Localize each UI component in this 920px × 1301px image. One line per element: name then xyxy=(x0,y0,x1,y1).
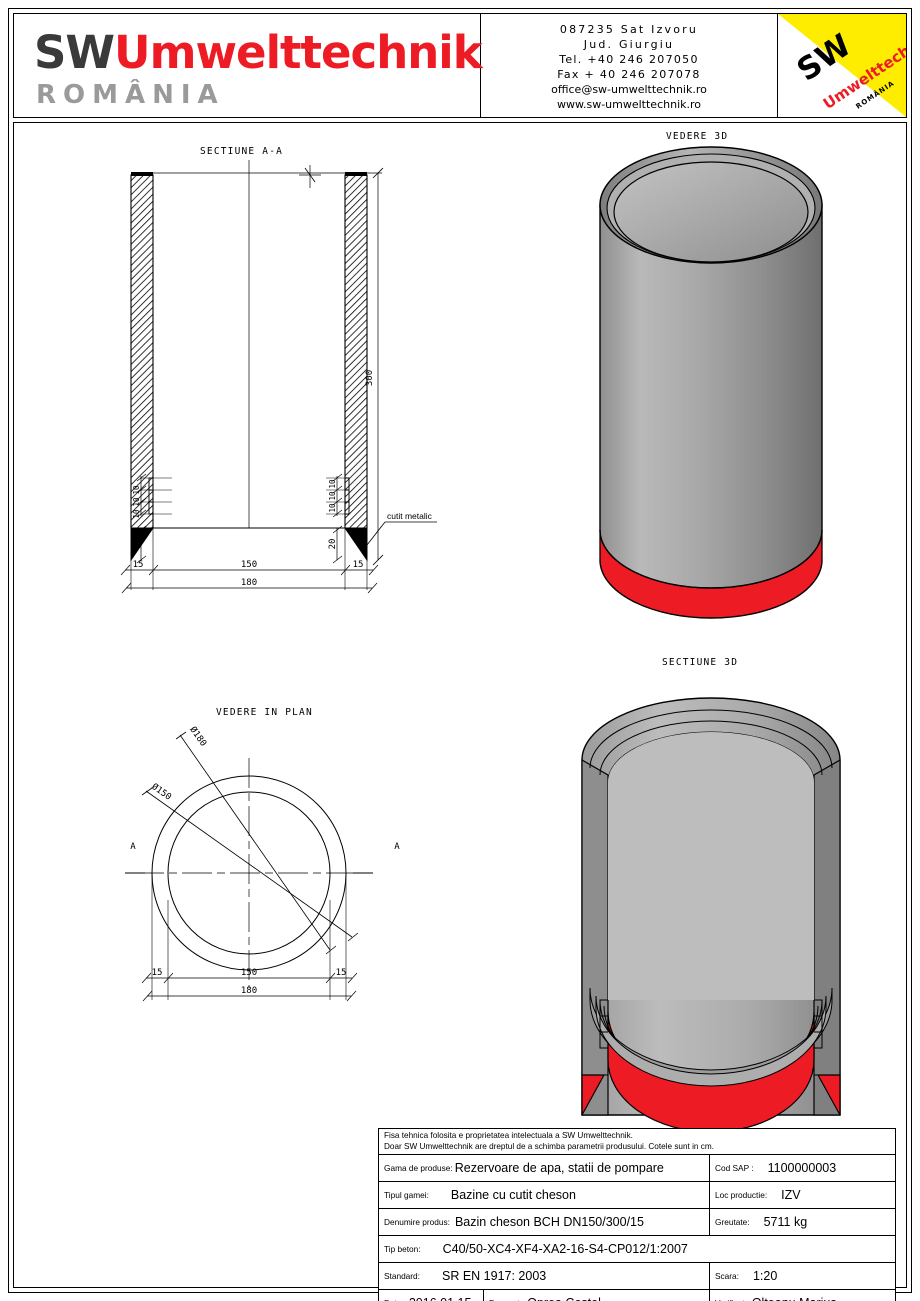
contact-info: 087235 Sat Izvoru Jud. Giurgiu Tel. +40 … xyxy=(481,14,778,117)
label-scara: Scara: xyxy=(715,1271,739,1281)
dim-inner-150: 150 xyxy=(241,560,257,570)
plan-dim-outer: 180 xyxy=(241,986,257,996)
logo-wordmark: SWUmwelttechnik xyxy=(34,26,483,79)
value-denumire: Bazin cheson BCH DN150/300/15 xyxy=(454,1215,644,1229)
dim-blade-left: 20 xyxy=(132,539,142,550)
cell-gama: Gama de produse: Rezervoare de apa, stat… xyxy=(379,1155,710,1181)
cell-tipul-gamei: Tipul gamei: Bazine cu cutit cheson xyxy=(379,1182,710,1208)
cell-desenat: Desenat: Oprea Costel xyxy=(484,1290,710,1301)
contact-website: www.sw-umwelttechnik.ro xyxy=(557,97,701,111)
logo-umwelttechnik-text: Umwelttechnik xyxy=(114,26,483,79)
value-scara: 1:20 xyxy=(752,1269,778,1283)
dim-step-3r: 10 xyxy=(328,503,337,513)
label-tipul-gamei: Tipul gamei: xyxy=(384,1190,429,1200)
header-block: SWUmwelttechnik ROMÂNIA 087235 Sat Izvor… xyxy=(13,13,907,118)
cell-cod-sap: Cod SAP : 1100000003 xyxy=(710,1155,895,1181)
dim-height-300: 300 xyxy=(365,370,375,386)
cell-loc-productie: Loc productie: IZV xyxy=(710,1182,895,1208)
company-logo: SWUmwelttechnik ROMÂNIA xyxy=(14,14,483,117)
note-line-2: Doar SW Umwelttechnik are dreptul de a s… xyxy=(384,1141,714,1151)
cell-data: Data: 2016.01.15. xyxy=(379,1290,484,1301)
label-cod-sap: Cod SAP : xyxy=(715,1163,754,1173)
cell-scara: Scara: 1:20 xyxy=(710,1263,895,1289)
title-block: Fisa tehnica folosita e proprietatea int… xyxy=(378,1128,896,1301)
plan-dim-wall-right: 15 xyxy=(336,968,347,978)
value-greutate: 5711 kg xyxy=(763,1215,808,1229)
plan-mark-a-right: A xyxy=(394,842,400,852)
callout-cutit-metalic: cutit metalic xyxy=(387,511,433,521)
logo-badge: SW Umwelttechnik ROMÂNIA xyxy=(778,14,906,117)
dim-step-2r: 10 xyxy=(328,491,337,501)
view-3d-cylinder xyxy=(599,146,823,619)
dim-step-1: 10 xyxy=(132,485,141,495)
label-tip-beton: Tip beton: xyxy=(384,1244,421,1254)
label-desenat: Desenat: xyxy=(489,1298,522,1301)
dim-blade-right: 20 xyxy=(328,539,338,550)
row-standard: Standard: SR EN 1917: 2003 Scara: 1:20 xyxy=(379,1263,895,1290)
contact-address-line2: Jud. Giurgiu xyxy=(583,37,675,51)
contact-fax: Fax + 40 246 207078 xyxy=(557,67,701,81)
label-gama: Gama de produse: xyxy=(384,1163,453,1173)
section-3d-cylinder xyxy=(581,697,841,1133)
value-tipul-gamei: Bazine cu cutit cheson xyxy=(450,1188,576,1202)
cell-greutate: Greutate: 5711 kg xyxy=(710,1209,895,1235)
dim-dia-150: Ø150 xyxy=(149,781,173,802)
value-cod-sap: 1100000003 xyxy=(767,1161,837,1175)
contact-address-line1: 087235 Sat Izvoru xyxy=(559,22,699,36)
section-3d-title: SECTIUNE 3D xyxy=(662,657,739,668)
logo-sw-text: SW xyxy=(34,26,115,79)
label-data: Data: xyxy=(384,1298,404,1301)
dim-outer-180: 180 xyxy=(241,578,257,588)
dim-wall-left: 15 xyxy=(133,560,144,570)
contact-email: office@sw-umwelttechnik.ro xyxy=(551,82,707,96)
dim-step-3: 10 xyxy=(132,509,141,519)
label-loc-productie: Loc productie: xyxy=(715,1190,768,1200)
row-tip-beton: Tip beton: C40/50-XC4-XF4-XA2-16-S4-CP01… xyxy=(379,1236,895,1263)
value-verificat: Olteanu Marius xyxy=(752,1296,837,1301)
dim-step-1r: 10 xyxy=(328,479,337,489)
value-loc-productie: IZV xyxy=(781,1188,801,1202)
cell-denumire: Denumire produs: Bazin cheson BCH DN150/… xyxy=(379,1209,710,1235)
row-denumire-produs: Denumire produs: Bazin cheson BCH DN150/… xyxy=(379,1209,895,1236)
row-signatures: Data: 2016.01.15. Desenat: Oprea Costel … xyxy=(379,1290,895,1301)
value-gama: Rezervoare de apa, statii de pompare xyxy=(454,1161,664,1175)
row-tipul-gamei: Tipul gamei: Bazine cu cutit cheson Loc … xyxy=(379,1182,895,1209)
value-standard: SR EN 1917: 2003 xyxy=(441,1269,547,1283)
logo-romania-text: ROMÂNIA xyxy=(36,80,225,110)
plan-view-title: VEDERE IN PLAN xyxy=(216,707,313,718)
note-line-1: Fisa tehnica folosita e proprietatea int… xyxy=(384,1131,633,1140)
plan-dim-wall-left: 15 xyxy=(152,968,163,978)
dim-wall-right: 15 xyxy=(353,560,364,570)
section-aa-title: SECTIUNE A-A xyxy=(200,146,284,157)
label-verificat: Verificat: xyxy=(715,1298,747,1301)
row-gama-produse: Gama de produse: Rezervoare de apa, stat… xyxy=(379,1155,895,1182)
label-greutate: Greutate: xyxy=(715,1217,750,1227)
cell-tip-beton: Tip beton: C40/50-XC4-XF4-XA2-16-S4-CP01… xyxy=(379,1236,895,1262)
label-standard: Standard: xyxy=(384,1271,420,1281)
value-tip-beton: C40/50-XC4-XF4-XA2-16-S4-CP012/1:2007 xyxy=(442,1242,688,1256)
contact-phone: Tel. +40 246 207050 xyxy=(559,52,699,66)
dim-dia-180: Ø180 xyxy=(187,725,208,749)
cell-verificat: Verificat: Olteanu Marius xyxy=(710,1290,895,1301)
cell-standard: Standard: SR EN 1917: 2003 xyxy=(379,1263,710,1289)
label-denumire: Denumire produs: xyxy=(384,1217,450,1227)
value-data: 2016.01.15. xyxy=(409,1296,475,1301)
value-desenat: Oprea Costel xyxy=(527,1296,601,1301)
view-3d-title: VEDERE 3D xyxy=(666,131,729,142)
badge-yellow-triangle xyxy=(778,14,906,117)
title-block-note: Fisa tehnica folosita e proprietatea int… xyxy=(379,1129,895,1155)
plan-dim-inner: 150 xyxy=(241,968,257,978)
plan-mark-a-left: A xyxy=(130,842,136,852)
dim-step-2: 10 xyxy=(132,497,141,507)
